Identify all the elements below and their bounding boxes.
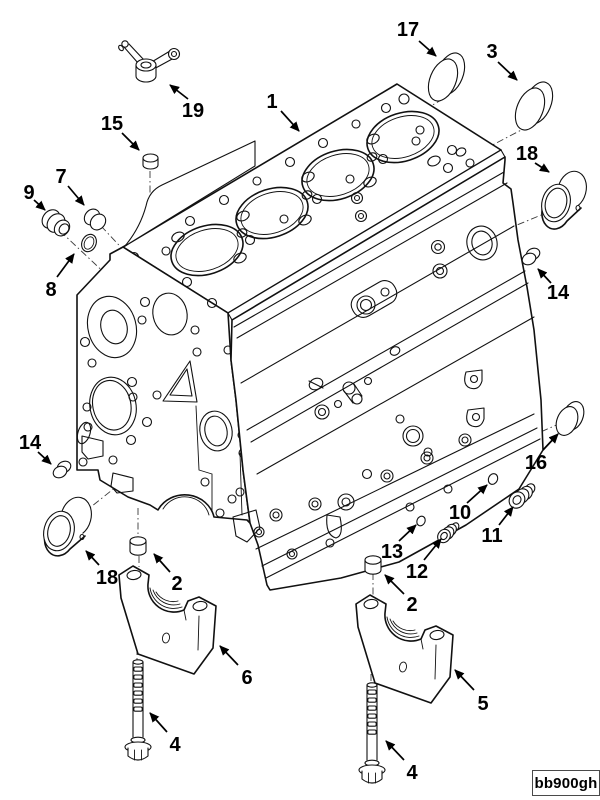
callout-label-12: 12 [406, 561, 428, 583]
o-ring-8 [81, 233, 97, 253]
cup-plug-3 [514, 81, 554, 131]
callout-arrow-17 [418, 40, 437, 57]
callout-arrow-15 [121, 132, 140, 151]
callout-label-18: 18 [516, 143, 538, 165]
callout-label-2: 2 [171, 573, 182, 595]
callout-label-16: 16 [525, 452, 547, 474]
cap-screw-4-left [124, 659, 152, 761]
callout-arrow-14 [37, 451, 52, 465]
callout-arrow-13 [398, 524, 417, 542]
callout-label-18: 18 [96, 567, 118, 589]
side-face [230, 156, 544, 591]
cam-bushing-18-right [541, 170, 587, 230]
callout-arrow-18 [534, 162, 550, 173]
callout-arrow-18 [85, 550, 100, 566]
callout-label-5: 5 [477, 693, 488, 715]
callout-arrow-14 [537, 268, 552, 284]
o-ring-10 [487, 473, 499, 485]
lifting-bracket [118, 40, 181, 83]
callout-arrow-6 [219, 645, 239, 666]
cylinder-block [76, 83, 544, 591]
cap-screw-4-right [358, 682, 386, 784]
cam-bushing-18-left [43, 496, 92, 557]
dowel-2-left [129, 536, 147, 556]
callout-arrow-4 [385, 740, 405, 761]
callout-arrow-5 [454, 669, 475, 691]
callout-label-14: 14 [19, 432, 42, 454]
cylinder-bores [170, 110, 440, 277]
callout-arrow-11 [498, 506, 514, 526]
callout-label-4: 4 [406, 762, 418, 784]
dowel-2-right [364, 555, 382, 575]
callout-arrow-4 [149, 712, 168, 733]
callout-label-7: 7 [55, 166, 66, 188]
deck-holes [128, 93, 475, 278]
callout-label-14: 14 [547, 282, 570, 304]
callout-label-11: 11 [481, 525, 502, 547]
callout-label-6: 6 [241, 667, 252, 689]
callout-label-15: 15 [101, 113, 123, 135]
callout-label-17: 17 [397, 19, 419, 41]
threaded-plug-11 [508, 483, 536, 509]
cup-plug-17 [427, 52, 466, 102]
callout-arrow-1 [280, 110, 300, 132]
cup-plug-16 [555, 401, 585, 436]
callout-label-8: 8 [45, 279, 56, 301]
plug-14-left [52, 460, 72, 479]
callout-arrow-7 [67, 185, 85, 206]
cup-plug-15 [142, 153, 159, 170]
callout-arrow-19 [169, 84, 189, 100]
o-ring-13 [416, 515, 426, 527]
callout-arrow-10 [466, 484, 488, 504]
figure-code-box: bb900gh [532, 770, 600, 796]
callout-label-3: 3 [486, 41, 497, 63]
callout-label-10: 10 [449, 502, 471, 524]
callout-arrow-12 [423, 538, 442, 561]
plug-14-right [521, 247, 541, 266]
callout-label-19: 19 [182, 100, 204, 122]
callout-arrow-8 [56, 253, 75, 278]
main-bearing-cap-6 [118, 565, 217, 675]
callout-label-9: 9 [23, 182, 34, 204]
figure-code: bb900gh [534, 774, 598, 792]
expansion-plug-9 [41, 209, 71, 237]
callout-arrow-2 [384, 574, 405, 595]
callout-label-1: 1 [266, 91, 277, 113]
callout-label-4: 4 [169, 734, 181, 756]
callout-label-13: 13 [381, 541, 403, 563]
callout-label-2: 2 [406, 594, 417, 616]
callout-arrow-2 [153, 553, 171, 573]
callout-arrow-16 [542, 433, 559, 451]
side-face-features [232, 191, 498, 560]
side-face-ribs [233, 171, 541, 579]
front-face [76, 246, 251, 524]
front-face-holes [76, 276, 257, 518]
callout-arrow-9 [33, 199, 46, 211]
pipe-plug-7 [83, 208, 107, 231]
callout-arrow-3 [497, 61, 518, 81]
